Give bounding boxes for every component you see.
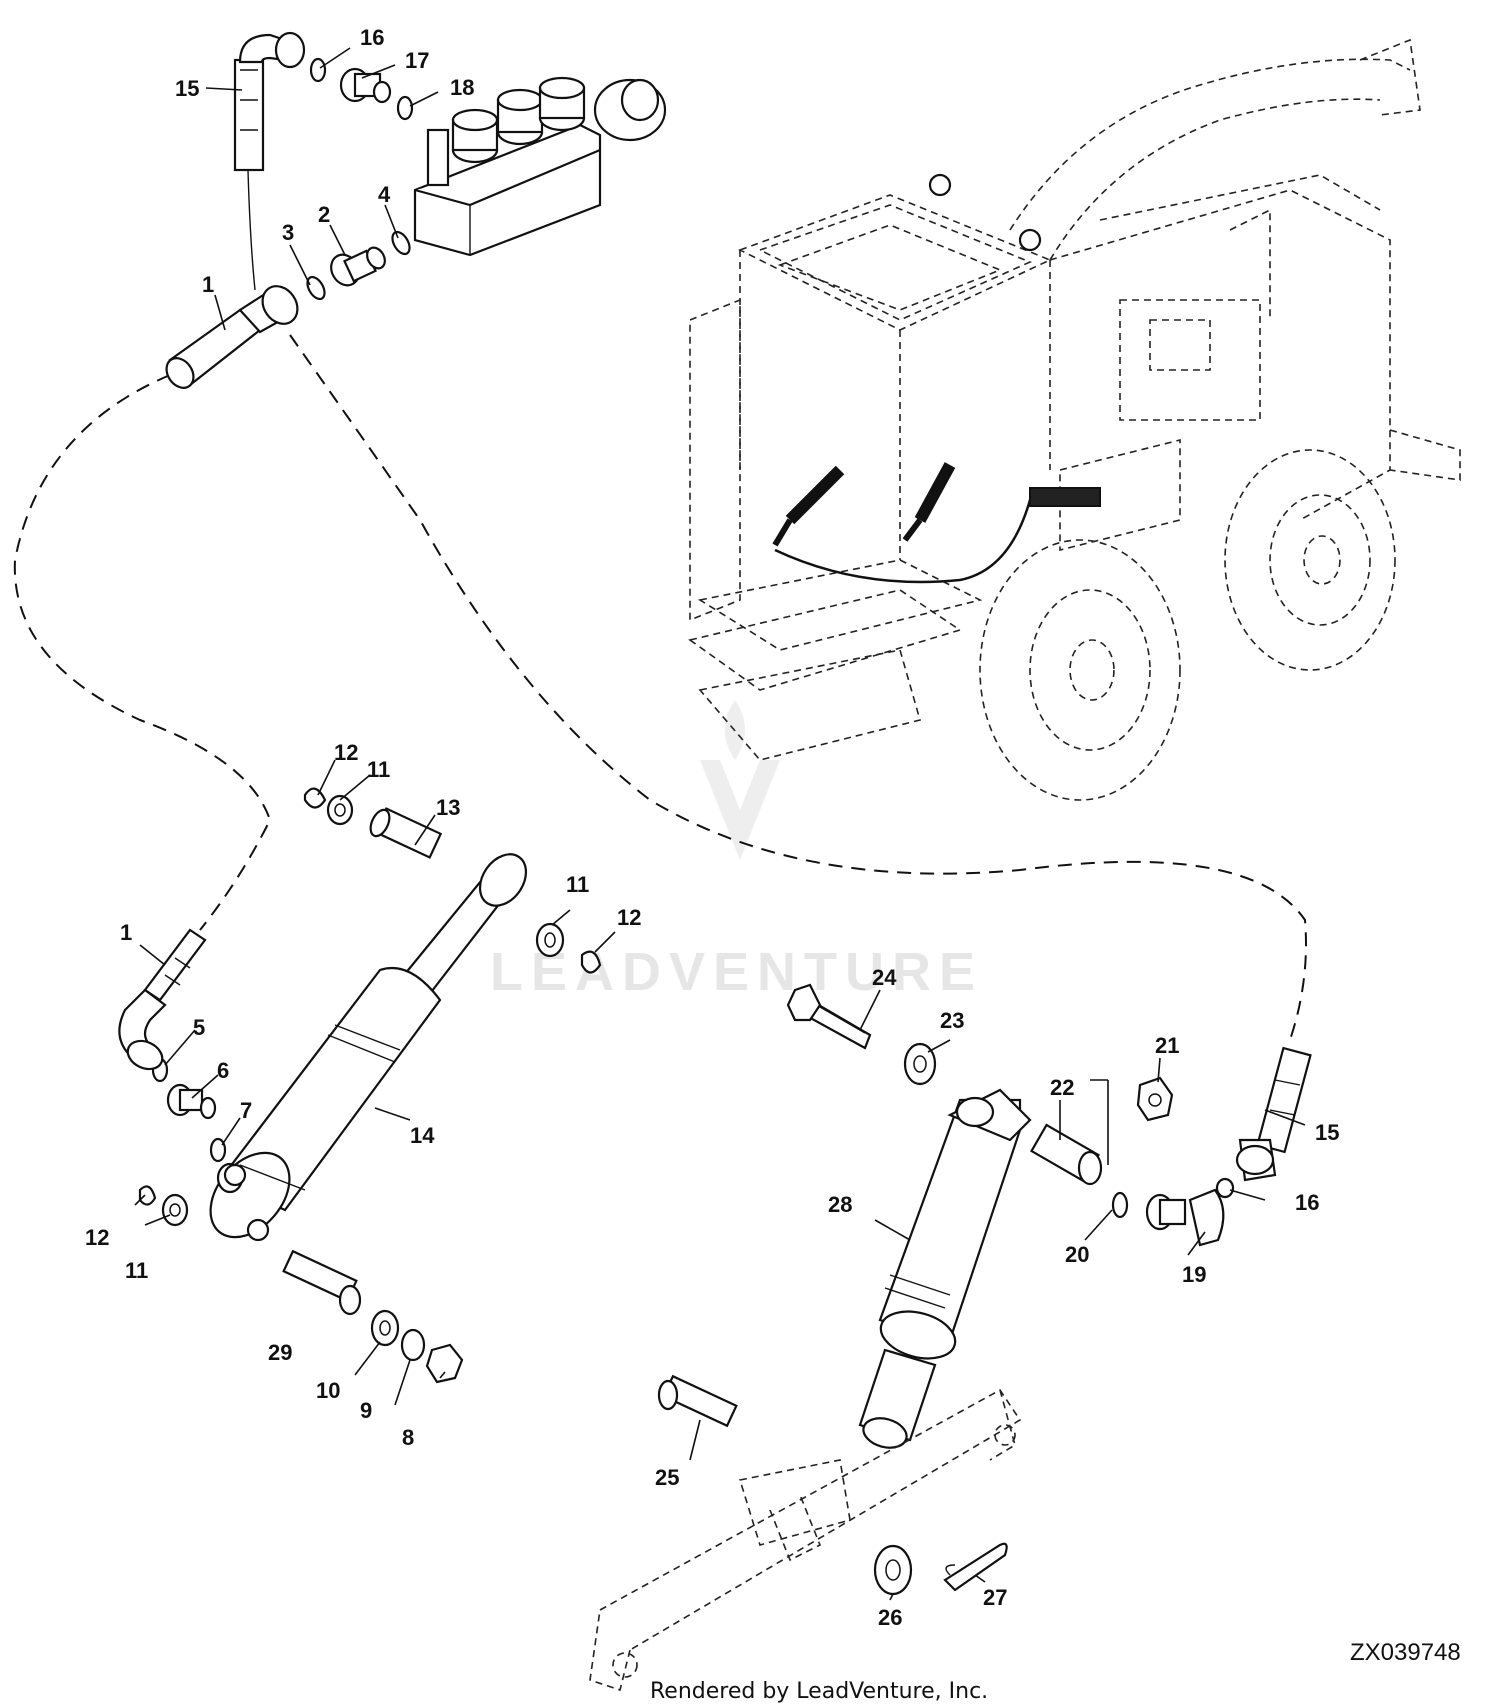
- callout-19: 19: [1182, 1262, 1206, 1287]
- callout-11: 11: [566, 872, 589, 897]
- callout-27: 27: [983, 1585, 1007, 1610]
- callout-26: 26: [878, 1605, 902, 1630]
- callout-16: 16: [360, 25, 384, 50]
- callout-28: 28: [828, 1192, 852, 1217]
- callout-12: 12: [617, 905, 641, 930]
- watermark-text: LEADVENTURE: [490, 942, 983, 1002]
- callout-5: 5: [193, 1015, 205, 1040]
- tractor-illustration: [688, 38, 1461, 801]
- callout-1: 1: [120, 920, 132, 945]
- callout-22: 22: [1050, 1075, 1074, 1100]
- callout-7: 7: [240, 1098, 252, 1123]
- loader-arm-lower: [589, 1374, 1022, 1692]
- leader-lines: [134, 47, 1306, 1601]
- callout-21: 21: [1155, 1033, 1179, 1058]
- hydraulic-hose-upper: [233, 31, 414, 172]
- callout-14: 14: [410, 1123, 435, 1148]
- callout-4: 4: [378, 182, 391, 207]
- callout-29: 29: [268, 1340, 292, 1365]
- callout-13: 13: [436, 795, 460, 820]
- callout-11: 11: [367, 757, 390, 782]
- callout-2: 2: [318, 202, 330, 227]
- callout-25: 25: [655, 1465, 679, 1490]
- footer-credit: Rendered by LeadVenture, Inc.: [650, 1679, 988, 1704]
- hydraulic-hose-1-upper: [165, 230, 411, 389]
- watermark: LEADVENTURE: [490, 700, 983, 1002]
- callout-18: 18: [450, 75, 474, 100]
- callout-labels: 15 16 17 18 1 3 2 4 12 11 13 11 12 1 5 6…: [85, 25, 1339, 1630]
- callout-1: 1: [202, 272, 214, 297]
- hose-routing-lines: [13, 169, 1307, 1041]
- callout-23: 23: [940, 1008, 964, 1033]
- callout-15: 15: [175, 76, 199, 101]
- hydraulic-cylinder-left: [138, 787, 602, 1384]
- callout-12: 12: [334, 740, 358, 765]
- callout-16: 16: [1295, 1190, 1319, 1215]
- callout-9: 9: [360, 1398, 372, 1423]
- callout-12: 12: [85, 1225, 109, 1250]
- callout-10: 10: [316, 1378, 340, 1403]
- callout-15: 15: [1315, 1120, 1339, 1145]
- valve-block: [413, 76, 667, 257]
- callout-24: 24: [872, 965, 897, 990]
- hydraulic-hose-1-lower: [118, 928, 207, 1071]
- callout-17: 17: [405, 48, 429, 73]
- callout-8: 8: [402, 1425, 414, 1450]
- callout-6: 6: [217, 1058, 229, 1083]
- callout-20: 20: [1065, 1242, 1089, 1267]
- callout-3: 3: [282, 220, 294, 245]
- callout-11: 11: [125, 1258, 148, 1283]
- figure-id: ZX039748: [1350, 1639, 1461, 1666]
- hydraulic-cylinder-right: [786, 983, 1312, 1449]
